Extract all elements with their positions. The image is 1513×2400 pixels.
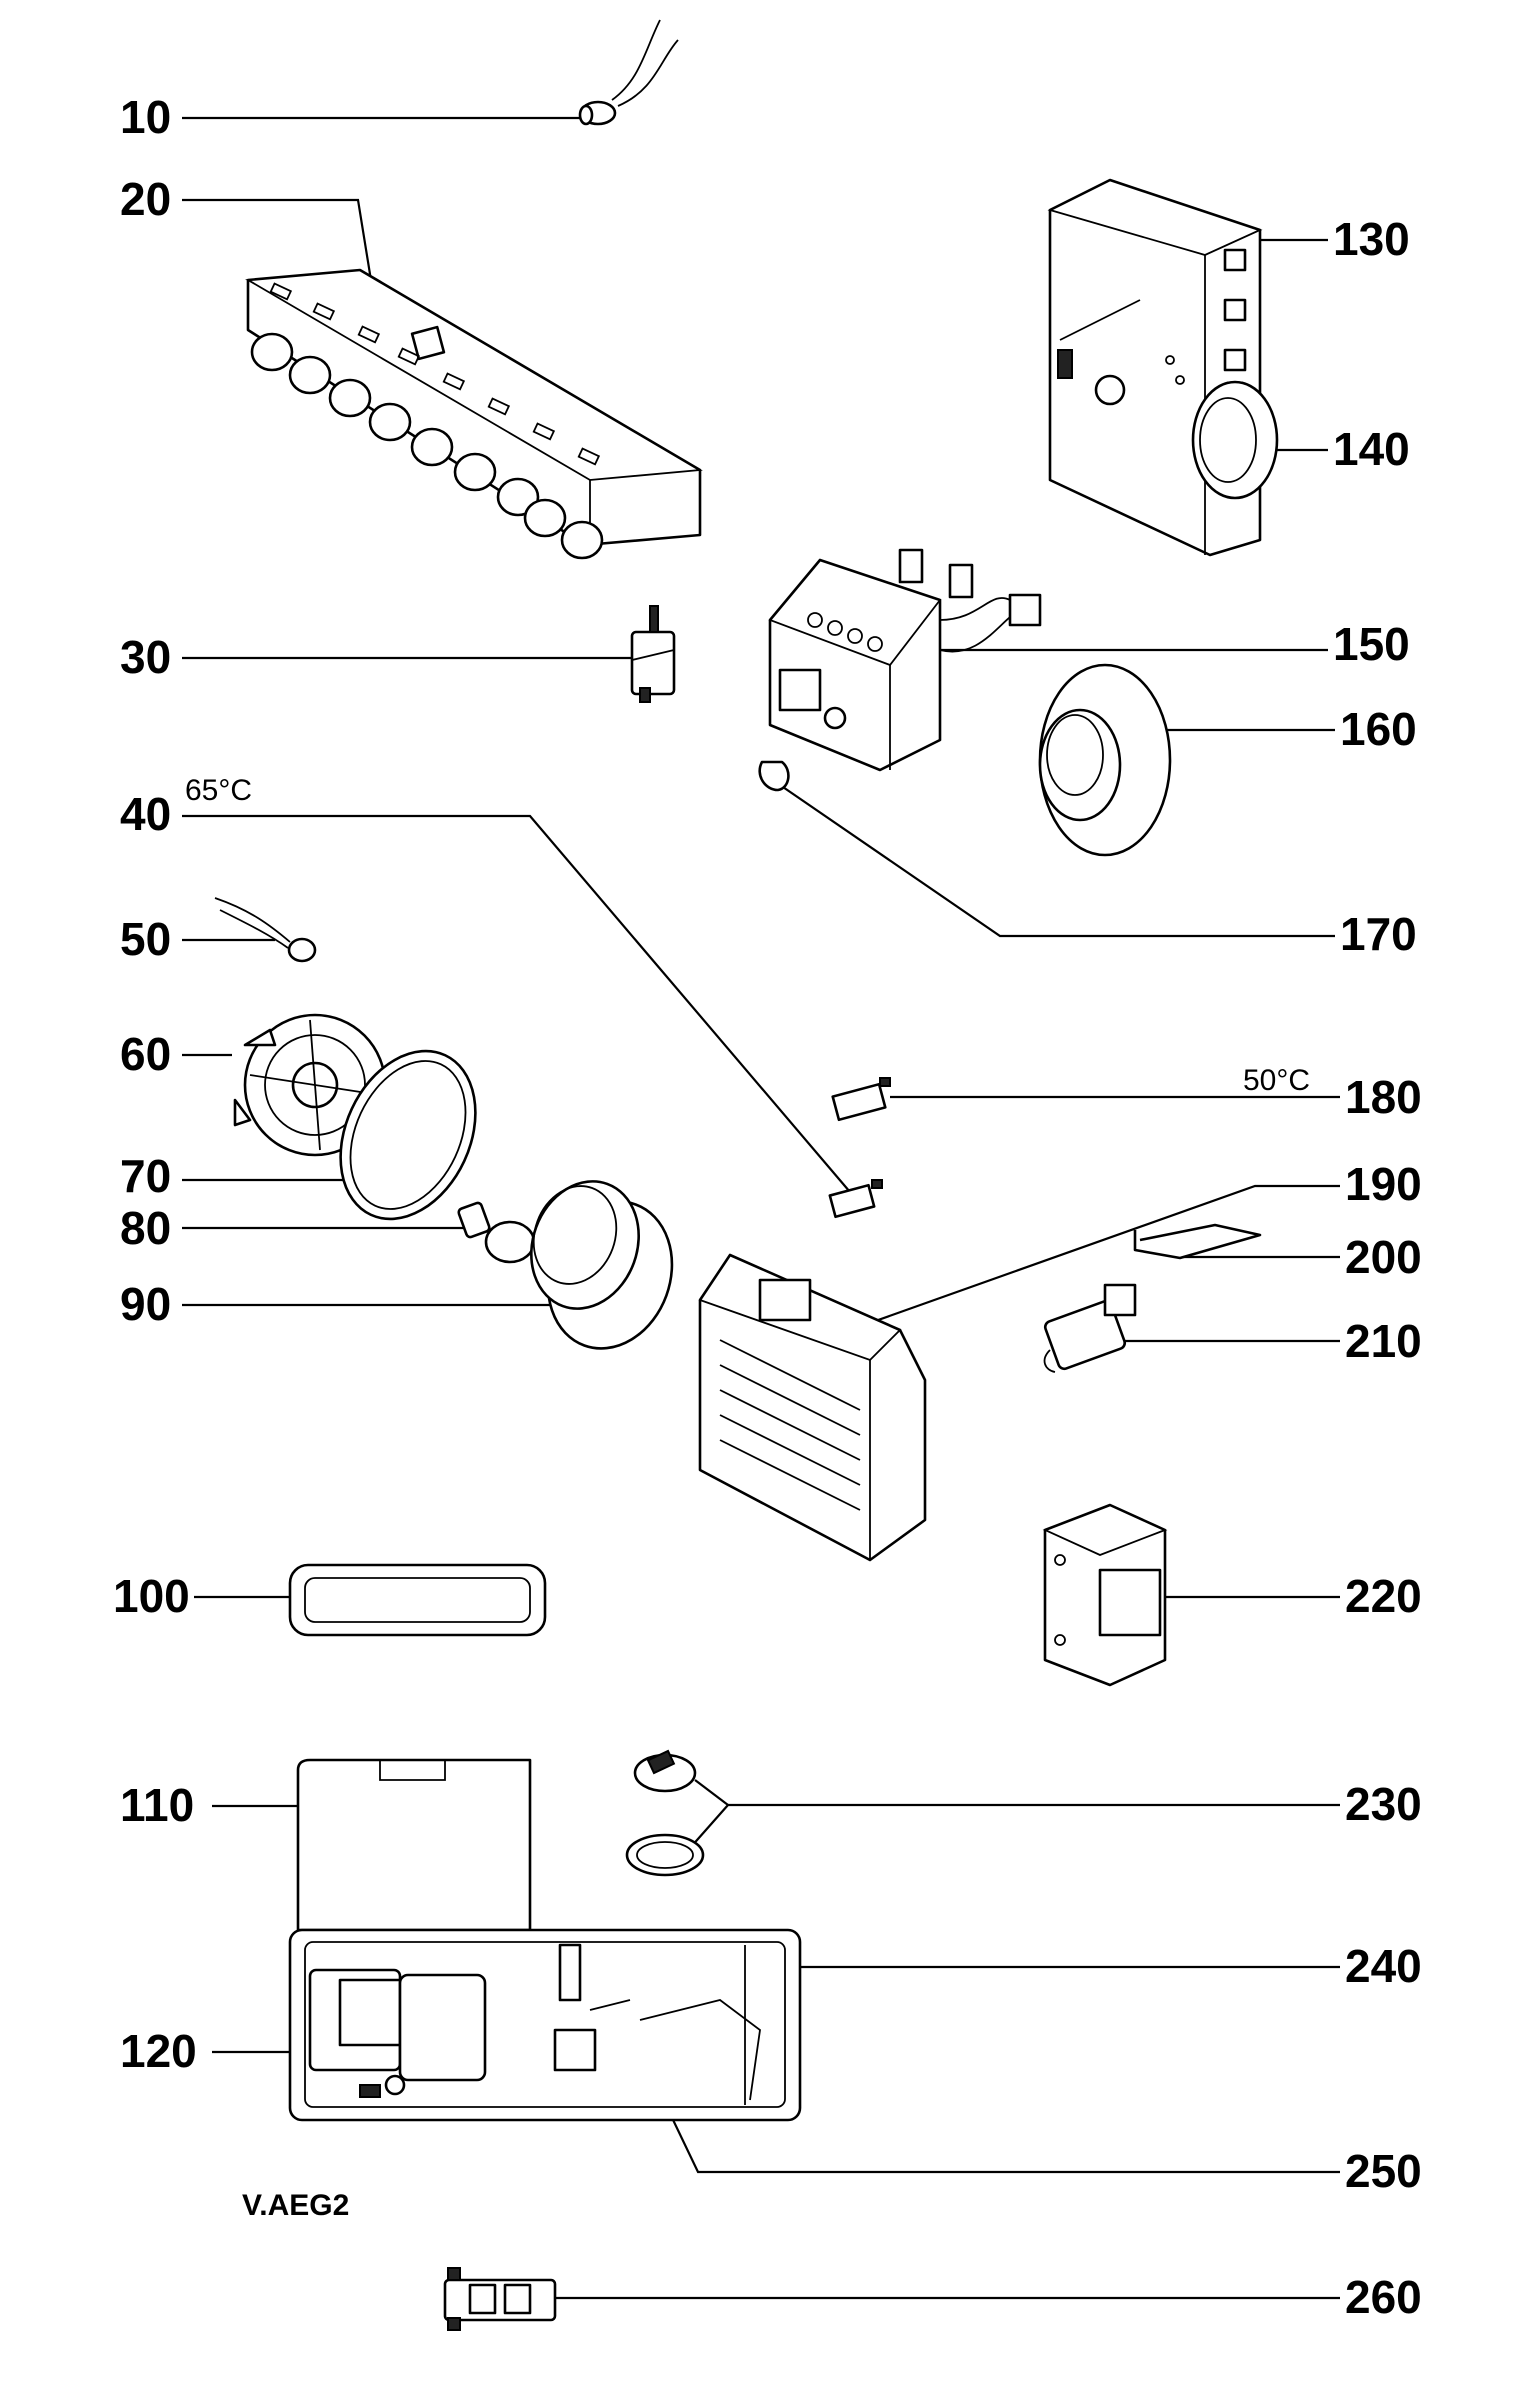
part-180-thermostat: [831, 1077, 891, 1122]
label-40: 40: [120, 788, 171, 840]
label-110: 110: [120, 1779, 194, 1831]
part-80-lamp-bulb: [457, 1201, 536, 1264]
part-190-element-cage: [698, 1253, 927, 1562]
part-40-thermostat: [828, 1179, 883, 1219]
temp-label-40: 65°C: [185, 774, 252, 807]
part-10-sensor: [578, 19, 679, 126]
label-70: 70: [120, 1150, 171, 1202]
label-240: 240: [1345, 1940, 1422, 1992]
label-100: 100: [113, 1570, 190, 1622]
label-90: 90: [120, 1278, 171, 1330]
part-210-relay: [1043, 1283, 1137, 1373]
part-200-bracket: [1133, 1223, 1262, 1260]
switch-windows: [269, 282, 601, 466]
label-200: 200: [1345, 1231, 1422, 1283]
temp-label-180: 50°C: [1243, 1064, 1310, 1097]
label-30: 30: [120, 631, 171, 683]
label-180: 180: [1345, 1071, 1422, 1123]
switch-buttons: [250, 332, 604, 560]
label-220: 220: [1345, 1570, 1422, 1622]
label-170: 170: [1340, 908, 1417, 960]
part-70-gasket: [339, 1049, 477, 1221]
part-230-knob-and-seal: [625, 1749, 705, 1877]
label-60: 60: [120, 1028, 171, 1080]
label-140: 140: [1333, 423, 1410, 475]
part-110-cover-plate: [296, 1758, 532, 1932]
label-50: 50: [120, 913, 171, 965]
label-10: 10: [120, 91, 171, 143]
part-220-transformer: [1042, 1503, 1168, 1687]
label-80: 80: [120, 1202, 171, 1254]
part-50-sensor-probe: [214, 897, 317, 963]
part-250-valve: [553, 1943, 761, 2101]
label-130: 130: [1333, 213, 1410, 265]
part-260-terminal-block: [443, 2267, 557, 2331]
label-20: 20: [120, 173, 171, 225]
part-140-timer-motor: [1191, 380, 1279, 500]
label-150: 150: [1333, 618, 1410, 670]
part-100-rect-gasket: [288, 1563, 547, 1637]
label-230: 230: [1345, 1778, 1422, 1830]
label-210: 210: [1345, 1315, 1422, 1367]
label-260: 260: [1345, 2271, 1422, 2323]
leader-lines: [182, 116, 1340, 2300]
diagram-code: V.AEG2: [242, 2189, 349, 2222]
part-150-control-module: [768, 548, 1042, 772]
part-120-pump: [308, 1968, 487, 2098]
part-130-timer: [1047, 178, 1263, 557]
label-190: 190: [1345, 1158, 1422, 1210]
part-90-lamp-cover: [530, 1180, 674, 1350]
part-170-clip: [758, 760, 790, 792]
part-20-button-switch-block: [245, 268, 703, 560]
part-30-micro-switch: [630, 605, 676, 703]
label-250: 250: [1345, 2145, 1422, 2197]
label-160: 160: [1340, 703, 1417, 755]
part-160-knob: [1038, 663, 1172, 857]
label-120: 120: [120, 2025, 197, 2077]
